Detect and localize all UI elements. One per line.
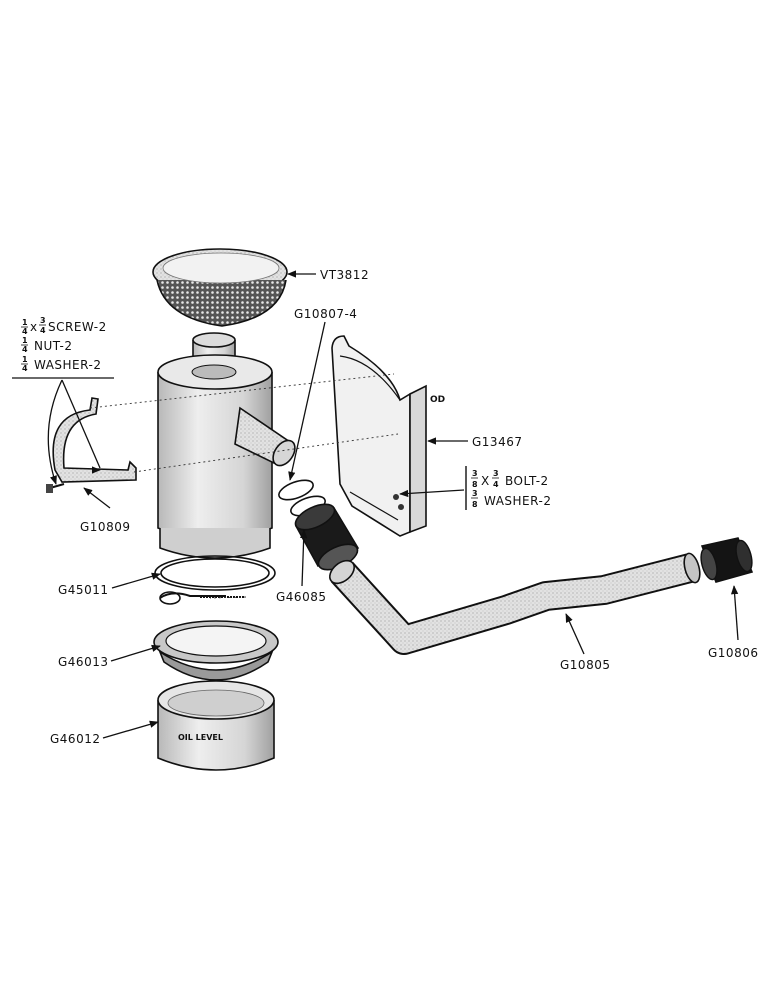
svg-text:4: 4: [22, 364, 28, 373]
precleaner-cap: [152, 248, 288, 327]
alignment-lines: [89, 373, 399, 599]
svg-text:3: 3: [472, 489, 478, 498]
svg-text:X: X: [481, 474, 490, 488]
pipe-end-cap: [700, 537, 754, 583]
svg-text:WASHER-2: WASHER-2: [34, 358, 101, 372]
label-g13467: G13467: [472, 435, 522, 449]
intake-pipe: [329, 552, 701, 655]
mounting-bracket: OD: [331, 335, 445, 537]
svg-text:x: x: [30, 320, 38, 334]
svg-text:8: 8: [472, 480, 478, 489]
svg-text:1: 1: [22, 355, 28, 364]
label-g46085: G46085: [276, 590, 326, 604]
label-g46012: G46012: [50, 732, 100, 746]
screw-hardware-callout: 1 4 x 3 4 SCREW-2 1 4 NUT-2 1 4 WASHER-2: [12, 316, 114, 379]
svg-text:3: 3: [472, 469, 478, 478]
hose-connector: [294, 503, 360, 571]
label-g10805: G10805: [560, 658, 610, 672]
svg-text:1: 1: [22, 318, 28, 327]
label-g46013: G46013: [58, 655, 108, 669]
label-g45011: G45011: [58, 583, 108, 597]
inner-tray: [153, 620, 279, 681]
svg-text:4: 4: [493, 480, 499, 489]
oil-cup: OIL LEVEL: [157, 680, 275, 771]
svg-text:4: 4: [22, 327, 28, 336]
svg-text:3: 3: [493, 469, 499, 478]
air-cleaner-body: [157, 332, 296, 559]
svg-text:4: 4: [22, 345, 28, 354]
label-vt3812: VT3812: [320, 268, 369, 282]
svg-text:SCREW-2: SCREW-2: [48, 320, 107, 334]
label-g10809: G10809: [80, 520, 130, 534]
bracket-mark: OD: [430, 395, 445, 405]
oil-level-mark: OIL LEVEL: [178, 733, 223, 742]
strap-clamp: [46, 397, 137, 493]
bolt-hardware-callout: 3 8 X 3 4 BOLT-2 3 8 WASHER-2: [465, 466, 551, 510]
label-g10807-4: G10807-4: [294, 307, 357, 321]
label-g10806: G10806: [708, 646, 758, 660]
svg-text:4: 4: [40, 326, 46, 335]
band-clamp: [154, 555, 276, 605]
svg-text:NUT-2: NUT-2: [34, 339, 72, 353]
svg-text:WASHER-2: WASHER-2: [484, 494, 551, 508]
leader-lines: [47, 270, 739, 739]
svg-text:1: 1: [22, 336, 28, 345]
svg-text:BOLT-2: BOLT-2: [505, 474, 549, 488]
svg-text:8: 8: [472, 500, 478, 509]
svg-text:3: 3: [40, 316, 46, 325]
